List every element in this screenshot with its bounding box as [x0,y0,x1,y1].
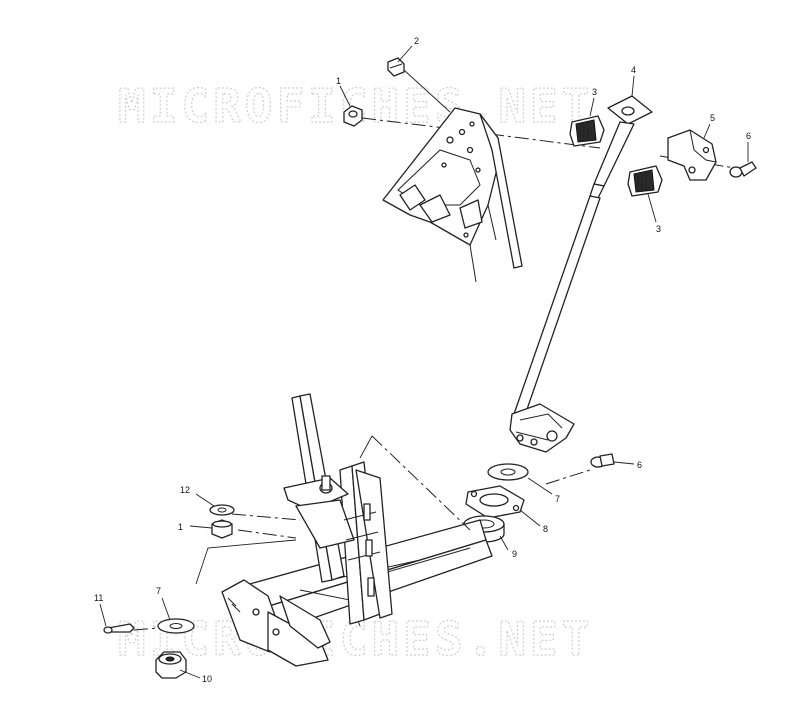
part-6-bolt-lower [590,453,615,468]
callout-12: 12 [180,485,190,495]
part-1-nut-lower [211,519,233,539]
callout-8: 8 [543,524,548,534]
part-12-washer [209,504,235,516]
callout-2: 2 [414,36,419,46]
part-1-nut-top [343,105,363,127]
vehicle-frame [221,393,493,667]
callout-10: 10 [202,674,212,684]
part-4-steering-post [509,95,653,453]
callout-3-upper: 3 [592,87,597,97]
part-11-cotter-pin [103,623,135,634]
leader-1b [237,529,297,539]
part-10-castle-nut [155,651,187,679]
leader-bracket [195,539,297,585]
part-6-bolt-top [729,161,757,178]
callout-3-lower: 3 [656,224,661,234]
part-3-bushing-lower [627,165,663,197]
leader-column-frame-b [359,435,373,459]
callout-9: 9 [512,549,517,559]
callout-6-lower: 6 [637,460,642,470]
callout-6-top: 6 [746,131,751,141]
callout-1-lower: 1 [178,522,183,532]
callout-7-lower: 7 [156,586,161,596]
part-5-clamp [667,129,717,181]
callout-5: 5 [710,113,715,123]
part-7-washer-mid [487,463,529,481]
callout-7-mid: 7 [555,494,560,504]
column-support-bracket [382,107,523,283]
callout-11: 11 [94,593,103,603]
callout-4: 4 [631,65,636,75]
part-2-bolt [387,57,405,77]
leader-column-frame [371,435,471,531]
part-7-washer-lower [157,618,195,634]
leader-12 [231,513,301,521]
callout-1-top: 1 [336,76,341,86]
part-3-bushing-upper [569,115,605,147]
part-8-flange [465,485,525,519]
